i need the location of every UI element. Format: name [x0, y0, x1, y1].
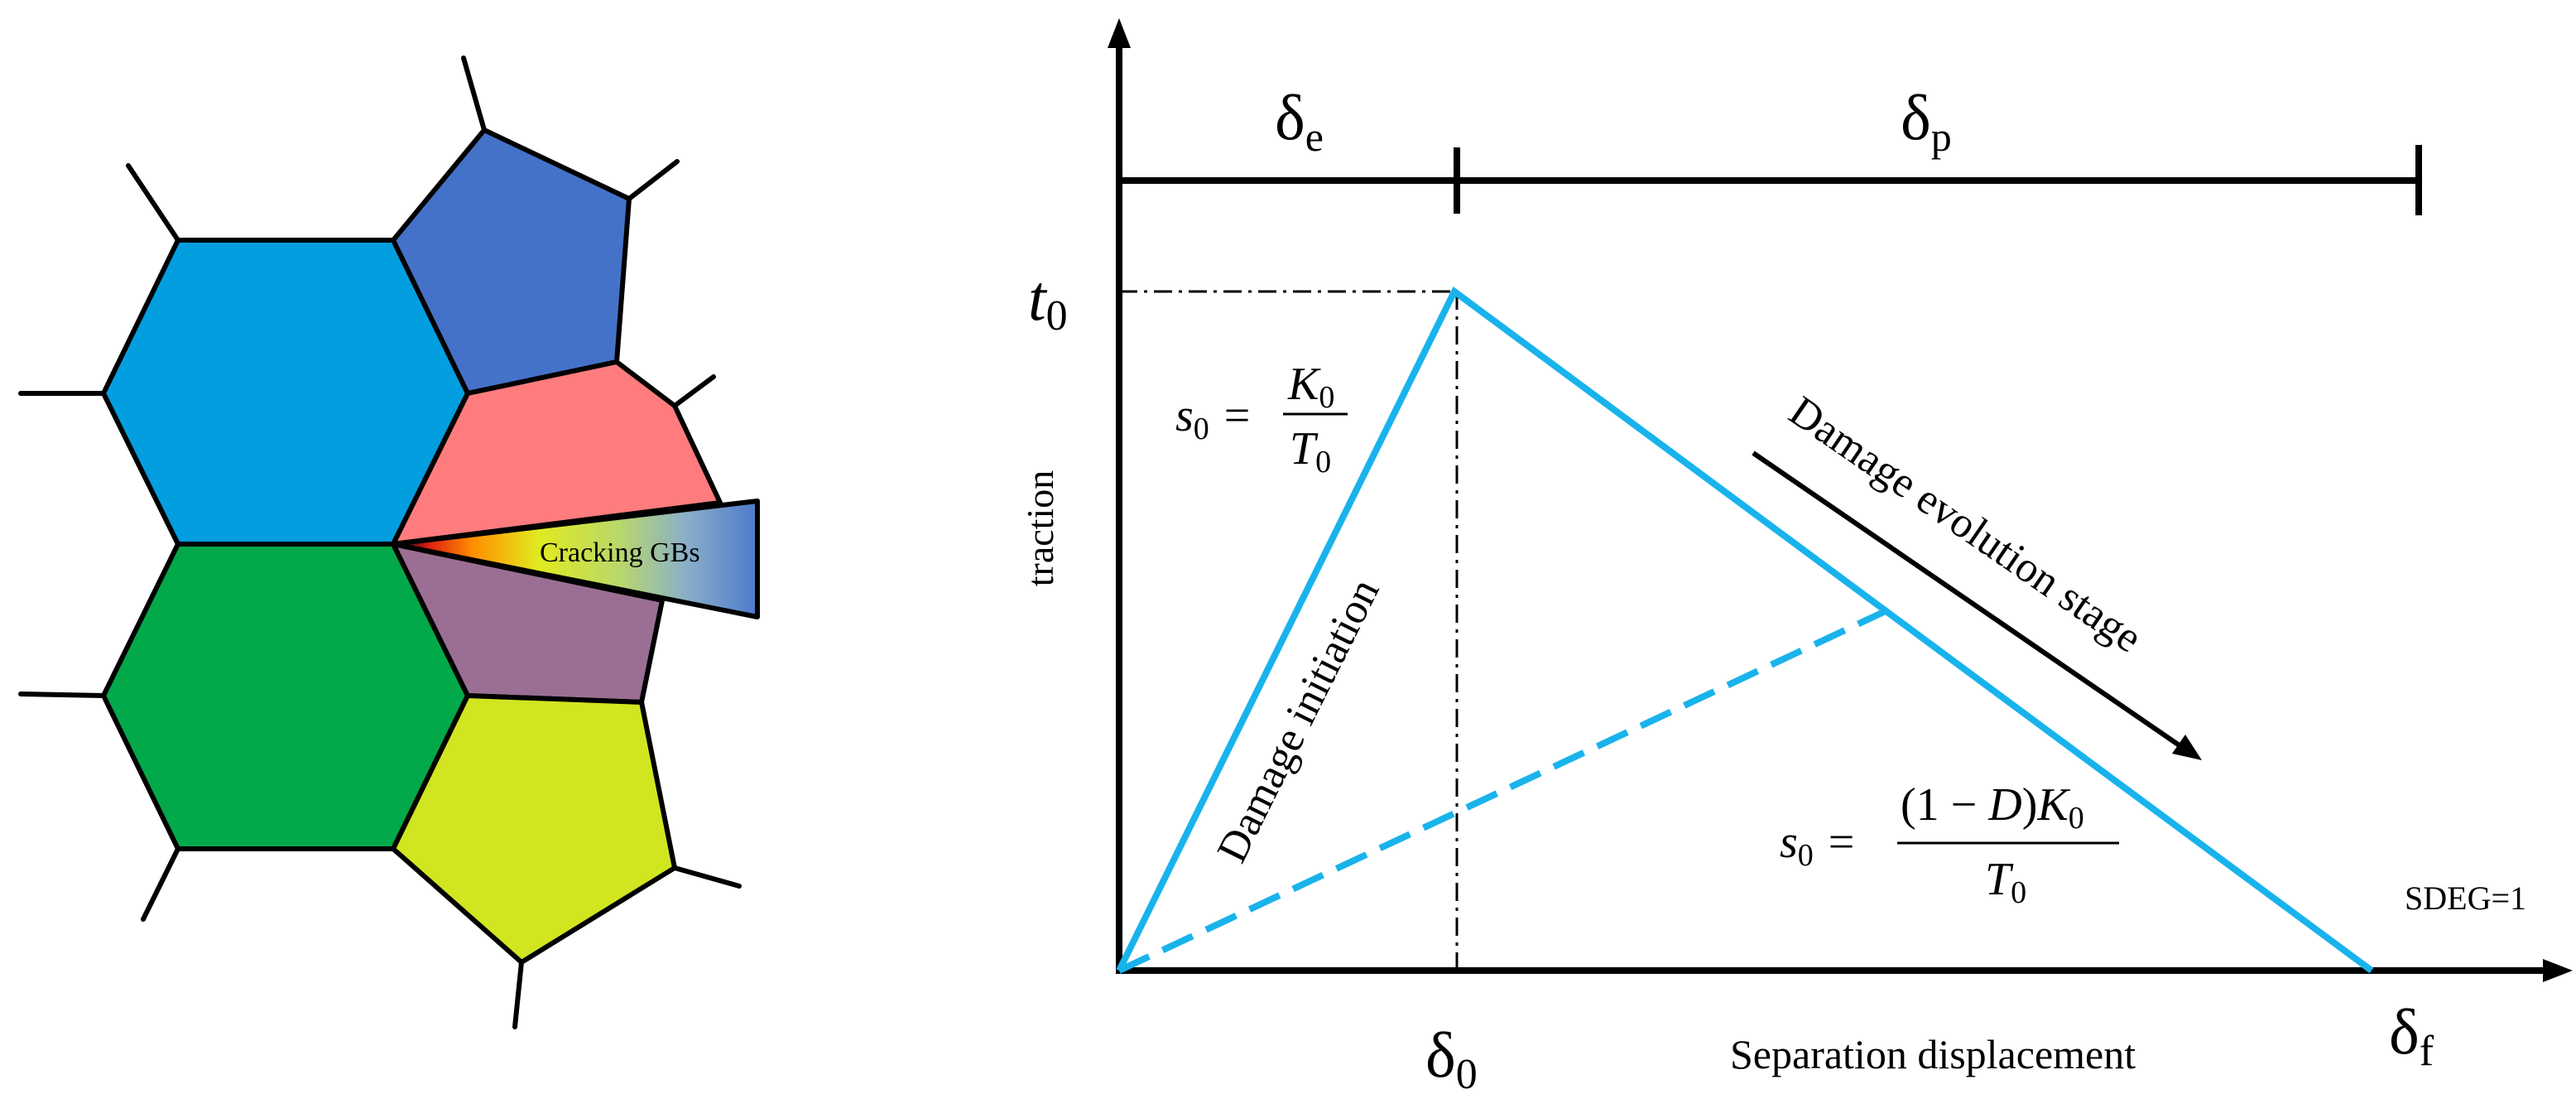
damage-evolution-arrow — [1752, 450, 2187, 752]
t0-tick-label: t0 — [1028, 262, 1068, 340]
boundary-stubs — [18, 55, 742, 1029]
eq2-numerator: (1 − D)K0 — [1901, 779, 2084, 836]
stiffness-equation: s0= K0 T0 — [1175, 359, 1348, 479]
damaged-unloading-line — [1117, 601, 1901, 974]
y-axis-arrowhead — [1108, 18, 1131, 48]
cracking-gbs-label: Cracking GBs — [540, 537, 700, 568]
eq1-lhs: s0= — [1175, 390, 1250, 446]
traction-separation-plot — [1108, 18, 2573, 982]
grain-yellow-pentagon — [391, 693, 677, 965]
x-axis-label: Separation displacement — [1730, 1031, 2136, 1077]
damage-initiation-label: Damage initiation — [1209, 571, 1389, 870]
grain-dark-blue-pentagon — [391, 128, 632, 396]
deltaf-tick-label: δf — [2389, 995, 2434, 1075]
delta0-tick-label: δ0 — [1425, 1019, 1478, 1098]
damage-evolution-arrowhead — [2172, 735, 2202, 760]
cracking-gb-wedge — [391, 499, 760, 619]
eq2-denominator: T0 — [1985, 854, 2026, 910]
eq1-numerator: K0 — [1287, 359, 1334, 415]
y-axis-label: traction — [1019, 470, 1061, 587]
grain-microstructure — [18, 55, 760, 1029]
bilinear-law-line — [1116, 286, 2374, 974]
x-axis-arrowhead — [2543, 959, 2573, 982]
eq2-lhs: s0= — [1780, 817, 1854, 873]
eq1-denominator: T0 — [1290, 423, 1331, 479]
grain-pink — [391, 359, 723, 547]
delta-e-label: δe — [1275, 81, 1324, 160]
damaged-stiffness-equation: s0= (1 − D)K0 T0 — [1780, 779, 2119, 910]
damage-evolution-label: Damage evolution stage — [1781, 388, 2150, 662]
sdeg-label: SDEG=1 — [2405, 879, 2526, 917]
delta-p-label: δp — [1901, 81, 1952, 160]
